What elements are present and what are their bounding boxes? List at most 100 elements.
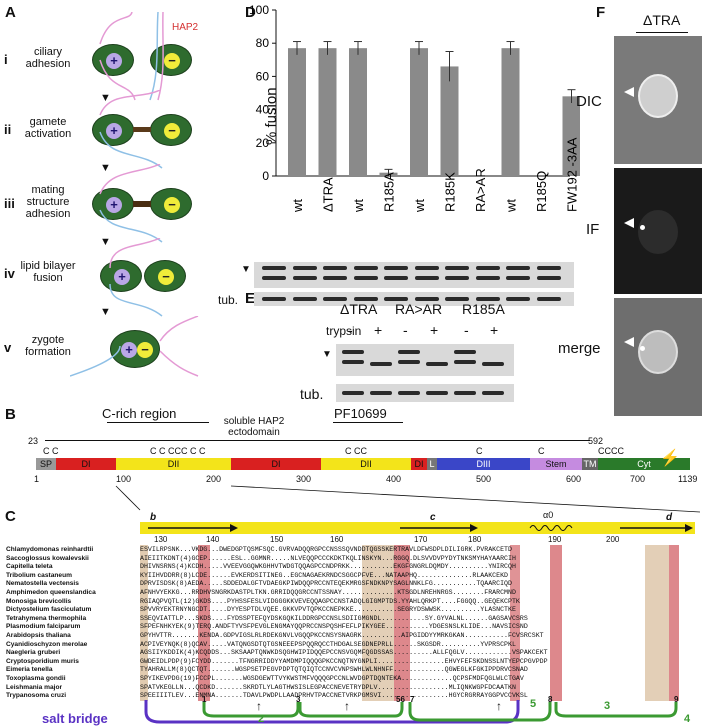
arrow-up-icon: ↑: [344, 699, 350, 713]
species-name: Amphimedon queenslandica: [6, 589, 96, 596]
hap2-band: [398, 360, 420, 364]
tubulin-band: [445, 297, 469, 301]
sequence-row: RGIAQPVQTL(12)GKDS....PYHSSFESLVIDGGGKKV…: [140, 597, 520, 605]
plus-icon: +: [121, 342, 137, 358]
stage-iv: iv lipid bilayer fusion + −: [0, 238, 200, 317]
cell-body: [638, 210, 678, 254]
pos-700: 700: [630, 474, 646, 484]
species-name: Saccoglossus kowalevskii: [6, 554, 89, 562]
tubulin-band: [426, 391, 448, 395]
merge-image: [614, 298, 702, 416]
bond-4-label: 4: [684, 713, 691, 725]
tubulin-label: tub.: [218, 293, 239, 307]
y-tick-label: 80: [256, 36, 270, 50]
cysteine-marks: C C: [43, 446, 59, 456]
dic-image: [614, 36, 702, 164]
tubulin-band: [482, 391, 504, 395]
bar: [318, 48, 337, 176]
sequence-row: AIEIITKDNT(4)GCEP......ESL..GGMNR.....NL…: [140, 554, 516, 562]
hap2-band: [342, 350, 364, 354]
fluorescent-spot: [640, 346, 645, 351]
cell-body: [638, 330, 678, 374]
upper-band: [506, 266, 530, 270]
lower-band: [323, 276, 347, 280]
domain-di: DI: [411, 458, 427, 470]
trypsin-label: trypsin: [326, 324, 362, 338]
lower-band: [414, 276, 439, 280]
x-category-label: FW192 -3AA: [565, 137, 580, 212]
y-tick-label: 20: [256, 136, 270, 150]
domain-di: DI: [231, 458, 321, 470]
band-arrow-icon: ▼: [322, 349, 332, 360]
bond-56: 56: [396, 695, 405, 704]
domain-diii: DIII: [437, 458, 530, 470]
x-category-label: RA>AR: [473, 168, 488, 212]
group-label-ra-ar: RA>AR: [395, 301, 443, 317]
if-label: IF: [586, 221, 600, 238]
pf-bracket: [333, 422, 403, 423]
sequence-row: ESVILRPSNK...VKDG...DWEDGPTQSMFSQC.GVRVA…: [140, 546, 512, 553]
ruler-170: 170: [414, 535, 428, 544]
arrowhead-icon: [624, 87, 634, 97]
plus-icon: +: [114, 269, 130, 285]
x-category-label: R185K: [443, 172, 458, 212]
bar: [410, 48, 428, 176]
species-name: Trypanosoma cruzi: [6, 692, 67, 700]
arrowhead-icon: [624, 337, 634, 347]
plus-sign: +: [490, 322, 499, 338]
hap2-blot: [336, 344, 514, 376]
cysteine-marks: C: [476, 446, 483, 456]
title-underline: [636, 32, 688, 33]
sequence-row: ACPIVEYNQK(8)QCAV.....VATQNGSDTQTGSNEEEP…: [140, 640, 516, 648]
arrow-up-icon: ↑: [496, 699, 502, 713]
domain-tm: TM: [582, 458, 598, 470]
strand-d-label: d: [666, 512, 673, 523]
helix-a0-label: α0: [543, 510, 554, 520]
pos-100: 100: [116, 474, 132, 484]
tubulin-band: [454, 391, 476, 395]
plus-icon: +: [106, 197, 122, 213]
pos-600: 600: [566, 474, 582, 484]
tubulin-band: [353, 297, 378, 301]
domain-dii: DII: [116, 458, 231, 470]
panel-label-b: B: [5, 406, 16, 423]
arrowhead-icon: [624, 218, 634, 228]
panel-label-c: C: [5, 508, 16, 525]
domain-dii: DII: [321, 458, 411, 470]
species-name: Nematostella vectensis: [6, 580, 79, 588]
y-tick-label: 0: [262, 169, 269, 183]
pos-200: 200: [206, 474, 222, 484]
lower-band: [384, 276, 408, 280]
fluorescent-spot: [640, 225, 645, 230]
plus-icon: +: [106, 123, 122, 139]
pos-592: 592: [588, 436, 604, 446]
sequence-row: KYIIHVDDRR(8)LCDE......EVKERDSITINEG..EG…: [140, 571, 508, 579]
minus-sign: -: [403, 322, 408, 338]
pos-1139: 1139: [678, 474, 698, 484]
sequence-row: SPATVKEGLLN...QCDKD.......SKRDTLYLAGTHWS…: [140, 683, 516, 691]
stage-text: zygote formation: [25, 334, 71, 358]
upper-band: [262, 266, 286, 270]
y-tick-label: 40: [256, 103, 270, 117]
cilia-lines: [99, 12, 164, 101]
conserved-column: [140, 545, 148, 701]
panel-label-e: E: [245, 290, 256, 307]
hap2-band: [342, 360, 364, 364]
zoom-lines: [115, 485, 701, 513]
group-label-r185a: R185A: [462, 301, 505, 317]
tubulin-band: [262, 297, 286, 301]
bar: [562, 96, 580, 176]
domain-stem: Stem: [530, 458, 582, 470]
lower-band: [475, 276, 500, 280]
conserved-cys-column: [394, 545, 410, 701]
merge-label: merge: [558, 340, 601, 357]
x-category-label: R185Q: [534, 171, 549, 212]
hap2-label: HAP2: [172, 22, 199, 33]
species-name: Naegleria gruberi: [6, 649, 61, 657]
domain-di: DI: [56, 458, 116, 470]
hap2-band: [370, 362, 392, 366]
cysteine-marks: C CC: [345, 446, 367, 456]
lower-band: [292, 276, 317, 280]
bar: [440, 66, 459, 176]
